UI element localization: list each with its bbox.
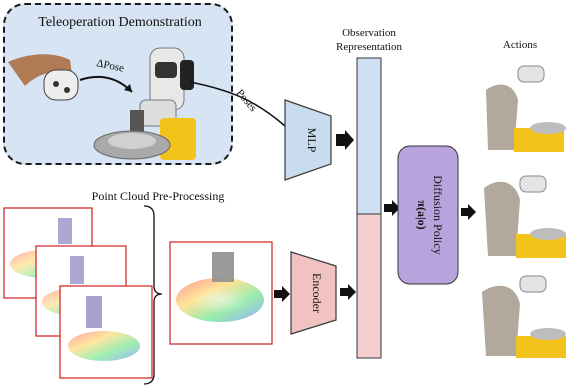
merged-pointcloud	[169, 241, 273, 345]
poses-connector	[189, 81, 286, 127]
robot-base-icon	[160, 118, 196, 160]
actions-label: Actions	[503, 39, 537, 51]
mlp-label: MLP	[305, 128, 319, 153]
pointcloud-label: Point Cloud Pre-Processing	[92, 189, 225, 203]
policy-arrow	[461, 204, 476, 220]
mlp-arrow	[336, 130, 354, 150]
merged-arrow	[274, 286, 290, 302]
teleoperation-title: Teleoperation Demonstration	[38, 15, 202, 30]
policy-label-line2: π(a|o)	[415, 200, 429, 229]
action-frame-3	[480, 270, 570, 362]
encoder-arrow	[340, 284, 356, 300]
pointcloud-frame-3	[59, 285, 153, 379]
observation-bar-bottom	[356, 213, 382, 359]
observation-bar-top	[356, 57, 382, 215]
grouping-bracket	[143, 205, 163, 385]
delta-pose-arrow	[79, 76, 133, 93]
encoder-label: Encoder	[310, 273, 324, 313]
observation-arrow	[384, 200, 400, 216]
observation-label-line2: Representation	[336, 41, 402, 53]
observation-label-line1: Observation	[342, 27, 396, 39]
diffusion-policy-block	[397, 145, 459, 285]
delta-pose-label: ΔPose	[95, 57, 125, 75]
mlp-block	[284, 99, 332, 181]
encoder-block	[290, 251, 337, 335]
poses-label: Poses	[234, 87, 259, 114]
delta-pose-arrowhead	[124, 84, 132, 92]
action-frame-2	[480, 172, 570, 264]
hand-controller-icon	[8, 54, 79, 101]
policy-label-line1: Diffusion Policy	[431, 175, 445, 254]
action-frame-1	[480, 60, 570, 158]
